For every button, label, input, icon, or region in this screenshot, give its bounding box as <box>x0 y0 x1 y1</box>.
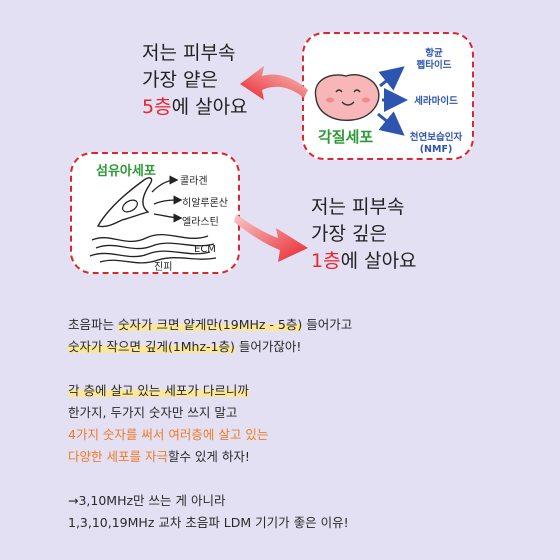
label-elastin: 엘라스틴 <box>182 217 219 228</box>
para2-line4: 다양한 세포를 자극할수 있게 하자! <box>68 446 250 468</box>
para2-line1: 각 층에 살고 있는 세포가 다르니까 <box>68 380 249 402</box>
top-text-line3-rest: 에 살아요 <box>171 96 248 118</box>
para2-line4-orange: 다양한 세포를 자극 <box>68 449 168 464</box>
bottom-text-line1: 저는 피부속 <box>311 196 405 218</box>
bottom-text-line3-rest: 에 살아요 <box>340 250 417 272</box>
label-nmf: 천연보습인자 (NMF) <box>409 132 463 155</box>
para1-line1-plain: 초음파는 <box>68 317 118 332</box>
top-text-line2: 가장 얕은 <box>142 69 218 91</box>
keratinocyte-cell <box>314 74 380 121</box>
para3-line2: 1,3,10,19MHz 교차 초음파 LDM 기기가 좋은 이유! <box>68 515 349 530</box>
para2-line4-rest: 할수 있게 하자! <box>167 449 250 464</box>
top-text-line3: 5층에 살아요 <box>142 94 248 121</box>
label-collagen: 콜라겐 <box>180 176 208 187</box>
para1-line2-rest: 들어가잖아! <box>234 339 302 354</box>
fibroblast-illustration <box>89 175 217 264</box>
keratinocyte-title: 각질세포 <box>318 128 374 146</box>
para1-line2-highlight: 숫자가 작으면 깊게(1Mhz-1층) <box>68 339 235 354</box>
para1-line1-highlight: 숫자가 크면 얕게만(19MHz - 5층) <box>117 317 303 332</box>
para2-line2: 한가지, 두가지 숫자만 쓰지 말고 <box>68 405 238 420</box>
para3-line1: →3,10MHz만 쓰는 게 아니라 <box>68 493 226 508</box>
top-text-line1: 저는 피부속 <box>142 42 236 64</box>
red-arrow-right <box>234 214 308 262</box>
label-ceramide: 세라마이드 <box>414 96 458 107</box>
top-layer-number: 5층 <box>142 96 172 118</box>
label-hyaluronic-acid: 히알루론산 <box>182 198 228 209</box>
bottom-layer-number: 1층 <box>311 250 341 272</box>
red-arrow-left <box>240 66 308 100</box>
fibroblast-cell <box>96 177 153 228</box>
keratinocyte-illustration <box>314 66 408 136</box>
label-ecm: ECM <box>194 244 216 255</box>
label-antimicrobial-peptide: 항균 펩타이드 <box>416 48 452 71</box>
fibroblast-title: 섬유아세포 <box>96 164 156 179</box>
bottom-text-line2: 가장 깊은 <box>311 223 387 245</box>
para2-line1-highlight: 각 층에 살고 있는 세포가 다르니까 <box>68 383 249 398</box>
bottom-text-line3: 1층에 살아요 <box>311 248 417 275</box>
para1-line2: 숫자가 작으면 깊게(1Mhz-1층) 들어가잖아! <box>68 336 301 358</box>
para2-line3: 4가지 숫자를 써서 여러층에 살고 있는 <box>68 427 269 442</box>
para1-line1-rest: 들어가고 <box>302 317 353 332</box>
label-dermis: 진피 <box>154 262 173 273</box>
para1-line1: 초음파는 숫자가 크면 얕게만(19MHz - 5층) 들어가고 <box>68 314 352 336</box>
